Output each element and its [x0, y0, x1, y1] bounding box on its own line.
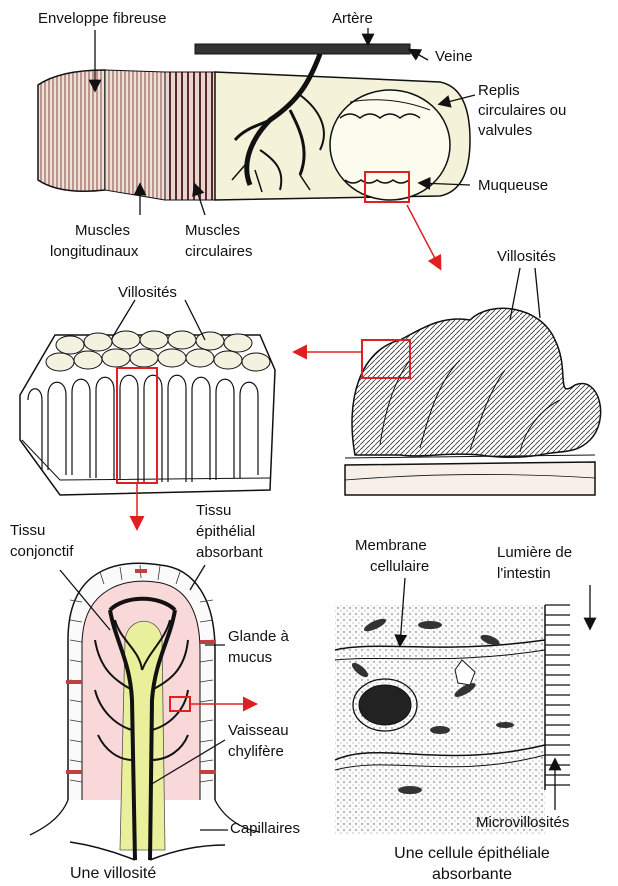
arrow-muqueuse-to-villi [407, 205, 440, 268]
label-vaisseau-1: Vaisseau [228, 722, 289, 740]
label-membrane-1: Membrane [355, 537, 427, 555]
label-tissu-conjonctif-1: Tissu [10, 522, 45, 540]
single-villus [30, 563, 260, 860]
label-microvillosites: Microvillosités [476, 814, 569, 832]
label-lumiere-2: l'intestin [497, 565, 551, 583]
label-tissu-epithelial-3: absorbant [196, 544, 263, 562]
label-veine: Veine [435, 48, 473, 66]
label-tissu-conjonctif-2: conjonctif [10, 543, 73, 561]
caption-une-villosite: Une villosité [70, 864, 156, 884]
label-glande-2: mucus [228, 649, 272, 667]
label-tissu-epithelial-2: épithélial [196, 523, 255, 541]
label-vaisseau-2: chylifère [228, 743, 284, 761]
caption-cellule-2: absorbante [352, 865, 592, 885]
villi-block-3d [20, 331, 275, 495]
label-capillaires: Capillaires [230, 820, 300, 838]
label-villosites-top: Villosités [497, 248, 556, 266]
label-muscles-circulaires-1: Muscles [185, 222, 240, 240]
label-artere: Artère [332, 10, 373, 28]
label-glande-1: Glande à [228, 628, 289, 646]
label-muqueuse: Muqueuse [478, 177, 548, 195]
caption-cellule-1: Une cellule épithéliale [352, 844, 592, 864]
mucosa-villi-block [345, 308, 601, 495]
label-lumiere-1: Lumière de [497, 544, 572, 562]
label-enveloppe-fibreuse: Enveloppe fibreuse [38, 10, 166, 28]
label-replis-1: Replis [478, 82, 520, 100]
label-tissu-epithelial-1: Tissu [196, 502, 231, 520]
label-muscles-circulaires-2: circulaires [185, 243, 253, 261]
label-replis-3: valvules [478, 122, 532, 140]
label-muscles-longitudinaux-1: Muscles [75, 222, 130, 240]
label-replis-2: circulaires ou [478, 102, 566, 120]
intestine-tube [38, 44, 470, 200]
villosites-top-leader-2 [535, 268, 540, 318]
label-membrane-2: cellulaire [370, 558, 429, 576]
label-villosites-left: Villosités [118, 284, 177, 302]
label-muscles-longitudinaux-2: longitudinaux [50, 243, 138, 261]
absorbing-cell [335, 605, 570, 835]
